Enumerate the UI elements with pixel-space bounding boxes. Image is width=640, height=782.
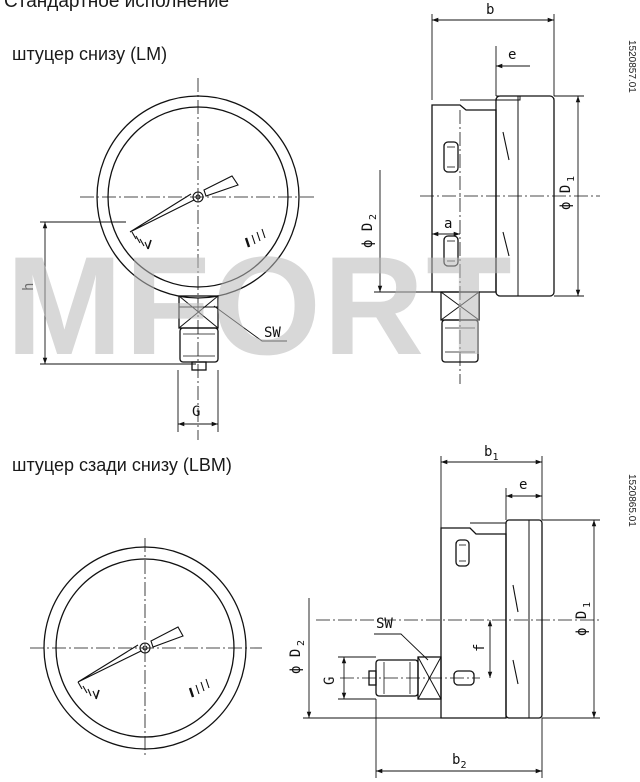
lm-side-dimensions xyxy=(374,14,584,297)
lm-side-case xyxy=(431,104,497,293)
lm-label-b: b xyxy=(486,2,494,18)
svg-text:2: 2 xyxy=(296,640,307,646)
lm-front-dimensions xyxy=(40,221,287,432)
lm-label-d1: ϕ D 1 xyxy=(558,176,577,210)
lm-sw-leader xyxy=(213,305,287,342)
lbm-sw-leader xyxy=(374,633,429,661)
lbm-front-view xyxy=(30,538,262,758)
lbm-label-b2: b2 xyxy=(452,752,466,771)
lbm-label-d1: ϕ D 1 xyxy=(574,602,593,636)
lm-side-view xyxy=(420,95,600,384)
lm-label-h: h xyxy=(21,283,37,291)
svg-text:2: 2 xyxy=(368,214,379,220)
lbm-front-scale-left xyxy=(77,681,100,700)
svg-text:ϕ D: ϕ D xyxy=(360,223,376,248)
lbm-side-bezel xyxy=(505,519,543,719)
lbm-label-e: e xyxy=(519,477,527,493)
section-title-lbm: штуцер сзади снизу (LBM) xyxy=(12,455,232,475)
lbm-label-b1: b1 xyxy=(484,444,498,463)
lbm-label-d2: ϕ D 2 xyxy=(288,640,307,674)
lm-front-nipple xyxy=(191,361,207,371)
lm-front-pointer xyxy=(129,175,239,233)
lbm-label-sw: SW xyxy=(376,616,393,632)
lm-label-d2: ϕ D 2 xyxy=(360,214,379,248)
lbm-front-pointer xyxy=(77,626,184,683)
lm-label-g: G xyxy=(192,404,200,420)
lm-front-scale-right xyxy=(244,228,266,248)
section-title-lm: штуцер снизу (LM) xyxy=(12,44,168,64)
svg-text:ϕ D: ϕ D xyxy=(558,185,574,210)
lm-side-slot-bottom xyxy=(443,235,459,267)
lm-front-scale-left xyxy=(131,231,152,250)
lbm-side-view xyxy=(316,519,600,719)
lm-front-thread xyxy=(179,327,219,363)
lm-front-view xyxy=(80,78,316,440)
lm-label-a: a xyxy=(444,216,452,232)
lbm-side-slot-top xyxy=(455,539,470,567)
lbm-side-dimensions xyxy=(303,456,600,778)
svg-text:ϕ D: ϕ D xyxy=(574,611,590,636)
lbm-label-g: G xyxy=(322,677,338,685)
svg-text:1: 1 xyxy=(582,602,593,608)
lbm-front-scale-right xyxy=(188,678,210,698)
svg-text:1: 1 xyxy=(566,176,577,182)
page-heading: Стандартное исполнение xyxy=(4,0,230,12)
lbm-label-f: f xyxy=(472,644,488,652)
lm-side-slot-top xyxy=(443,141,459,173)
lbm-side-case xyxy=(440,527,507,719)
svg-text:ϕ D: ϕ D xyxy=(288,649,304,674)
lm-label-e: e xyxy=(508,47,516,63)
lm-label-sw: SW xyxy=(264,325,281,341)
